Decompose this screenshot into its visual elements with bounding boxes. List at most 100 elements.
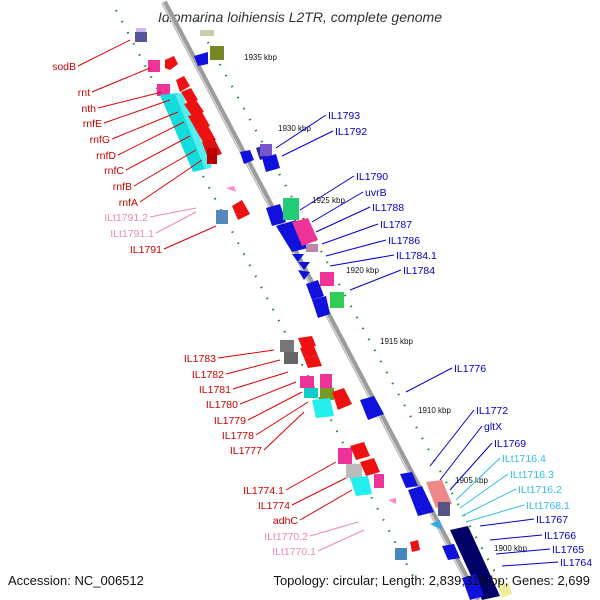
gene-block xyxy=(280,340,294,352)
gene-block xyxy=(320,388,334,400)
gene-label-nth: nth xyxy=(81,103,96,115)
gene-block xyxy=(292,218,318,246)
callout-line xyxy=(329,254,395,267)
gene-arrow xyxy=(304,356,322,368)
tick-label: 1925 kbp xyxy=(312,196,345,205)
callout-line xyxy=(299,175,355,211)
gene-arrow xyxy=(360,458,380,476)
genome-summary: Topology: circular; Length: 2,839,318 bp… xyxy=(273,573,590,588)
callout-line xyxy=(149,207,197,218)
gene-uvrB xyxy=(276,220,308,252)
callout-line xyxy=(255,401,309,436)
tick-label: 1905 kbp xyxy=(455,476,488,485)
gene-arrow xyxy=(194,52,208,66)
callout-line xyxy=(275,114,327,149)
tick-labels: 1935 kbp 1930 kbp 1925 kbp 1920 kbp 1915… xyxy=(244,53,527,553)
guide-outer-right xyxy=(195,19,511,600)
gene-block xyxy=(312,398,334,418)
callout-line xyxy=(133,149,197,187)
tick-label: 1915 kbp xyxy=(380,337,413,346)
gene-block xyxy=(320,272,334,286)
callout-line xyxy=(91,67,151,93)
callout-line xyxy=(405,367,453,393)
gene-label-uvrB: uvrB xyxy=(365,187,387,199)
callout-line xyxy=(299,489,353,521)
gene-block xyxy=(320,374,332,388)
callout-line xyxy=(285,461,337,491)
right-gene-labels: IL1793 IL1792 IL1790 uvrB IL1788 IL1787 … xyxy=(328,110,592,569)
gene-label-rnfC: rnfC xyxy=(104,165,124,177)
gene-label-IL1781: IL1781 xyxy=(199,384,231,396)
callout-line xyxy=(317,529,365,552)
gene-arrow xyxy=(312,296,330,318)
gene-label-IL1767: IL1767 xyxy=(536,514,568,526)
gene-block xyxy=(200,30,214,36)
gene-rnfG xyxy=(181,88,198,104)
callout-line xyxy=(291,477,347,506)
gene-label-adhC: adhC xyxy=(273,515,299,527)
tick-label: 1935 kbp xyxy=(244,53,277,62)
gene-block xyxy=(136,28,146,32)
callout-line xyxy=(461,488,517,517)
gene-block xyxy=(300,376,314,388)
callout-line xyxy=(103,99,171,124)
gene-label-IL1786: IL1786 xyxy=(388,235,420,247)
callout-line xyxy=(429,409,475,467)
gene-arrow xyxy=(165,56,178,70)
gene-label-IL1790: IL1790 xyxy=(356,171,388,183)
gene-block xyxy=(330,292,344,308)
gene-arrow xyxy=(262,154,280,172)
gene-block xyxy=(148,60,160,72)
gene-block xyxy=(374,474,384,488)
callout-line xyxy=(111,111,179,140)
gene-arrow xyxy=(410,540,420,552)
gene-features xyxy=(135,28,512,600)
callout-line xyxy=(479,518,535,527)
gene-block xyxy=(260,144,272,156)
callout-line xyxy=(217,349,275,359)
gene-IL1766 xyxy=(450,526,500,600)
gene-label-IL1783: IL1783 xyxy=(184,353,216,365)
map-title: Idiomarina loihiensis L2TR, complete gen… xyxy=(157,9,443,25)
gene-label-IL1772: IL1772 xyxy=(476,405,508,417)
gene-arrow xyxy=(176,76,190,92)
gene-arrow xyxy=(430,520,442,530)
gene-label-ILt1716-4: ILt1716.4 xyxy=(502,453,546,465)
gene-arrow xyxy=(300,346,318,358)
callout-line xyxy=(465,504,525,523)
gene-label-ILt1770-1: ILt1770.1 xyxy=(272,546,316,558)
gene-label-sodB: sodB xyxy=(52,61,76,73)
gene-label-IL1791: IL1791 xyxy=(130,244,162,256)
gene-arrow xyxy=(298,262,310,270)
gene-block xyxy=(157,84,170,96)
left-gene-labels: sodB rnt nth rnfE rnfG rnfD rnfC rnfB rn… xyxy=(52,61,316,558)
gene-label-IL1779: IL1779 xyxy=(214,415,246,427)
callout-line xyxy=(439,425,483,481)
gene-label-IL1777: IL1777 xyxy=(230,445,262,457)
callout-line xyxy=(309,521,359,537)
gene-arrow xyxy=(226,186,236,192)
gene-rnfD xyxy=(184,100,204,116)
gene-label-IL1788: IL1788 xyxy=(372,202,404,214)
callout-line xyxy=(232,371,289,390)
gene-label-IL1774-1: IL1774.1 xyxy=(243,485,284,497)
callout-line xyxy=(239,381,297,405)
callout-line xyxy=(495,548,551,555)
callout-line xyxy=(321,223,379,245)
gene-label-IL1782: IL1782 xyxy=(192,369,224,381)
callout-line xyxy=(489,534,543,541)
callout-line xyxy=(247,391,303,421)
gene-label-IL1792: IL1792 xyxy=(335,126,367,138)
gene-label-IL1765: IL1765 xyxy=(552,544,584,556)
gene-label-IL1784-1: IL1784.1 xyxy=(396,250,437,262)
gene-arrow xyxy=(462,574,484,600)
gene-label-IL1774: IL1774 xyxy=(258,500,290,512)
gene-rnfC-shade xyxy=(175,93,212,169)
gene-block xyxy=(207,148,217,164)
gene-label-ILt1716-2: ILt1716.2 xyxy=(518,484,562,496)
tick-label: 1930 kbp xyxy=(278,124,311,133)
gene-arrow xyxy=(360,396,384,420)
gene-rnfE xyxy=(188,112,210,130)
